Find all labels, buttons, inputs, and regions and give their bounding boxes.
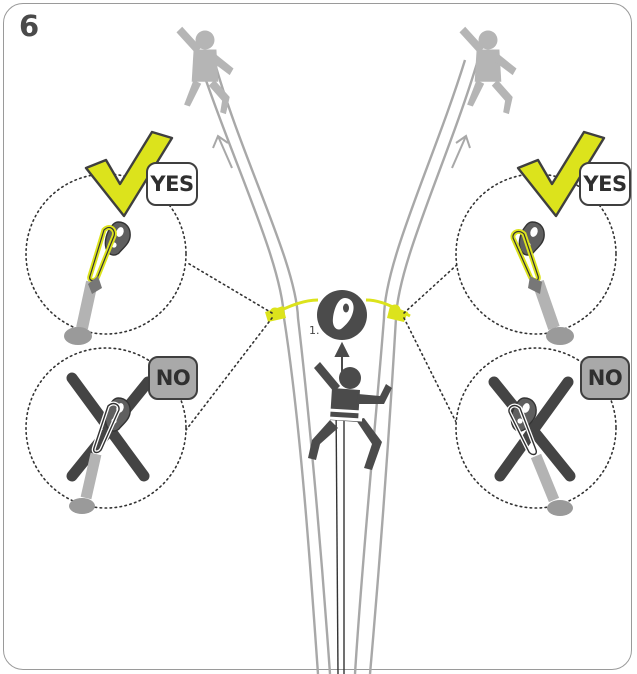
cross-icon	[488, 376, 576, 482]
incorrect-setup-left	[66, 372, 154, 514]
callout-lines	[185, 261, 461, 431]
no-badge: NO	[148, 356, 198, 400]
climber-figure-icon	[459, 26, 517, 115]
arrow-up-icon	[334, 341, 350, 374]
checkmark-icon	[84, 130, 174, 218]
yes-badge: YES	[579, 162, 631, 206]
correct-setup-left	[64, 221, 131, 345]
climber-figure-icon	[176, 26, 234, 115]
rope-arrow-right-icon	[451, 134, 471, 169]
step-number: 6	[19, 9, 40, 43]
sub-step-label: 1.	[309, 324, 320, 337]
anchor-plate-icon	[317, 290, 367, 340]
yes-badge: YES	[146, 162, 198, 206]
rope-arrow-left-icon	[212, 134, 233, 169]
checkmark-icon	[516, 130, 606, 218]
climber-figure-icon	[308, 362, 392, 470]
correct-setup-right	[510, 221, 574, 345]
incorrect-setup-right	[488, 376, 576, 516]
no-badge: NO	[580, 356, 630, 400]
rope-lines	[197, 59, 480, 674]
